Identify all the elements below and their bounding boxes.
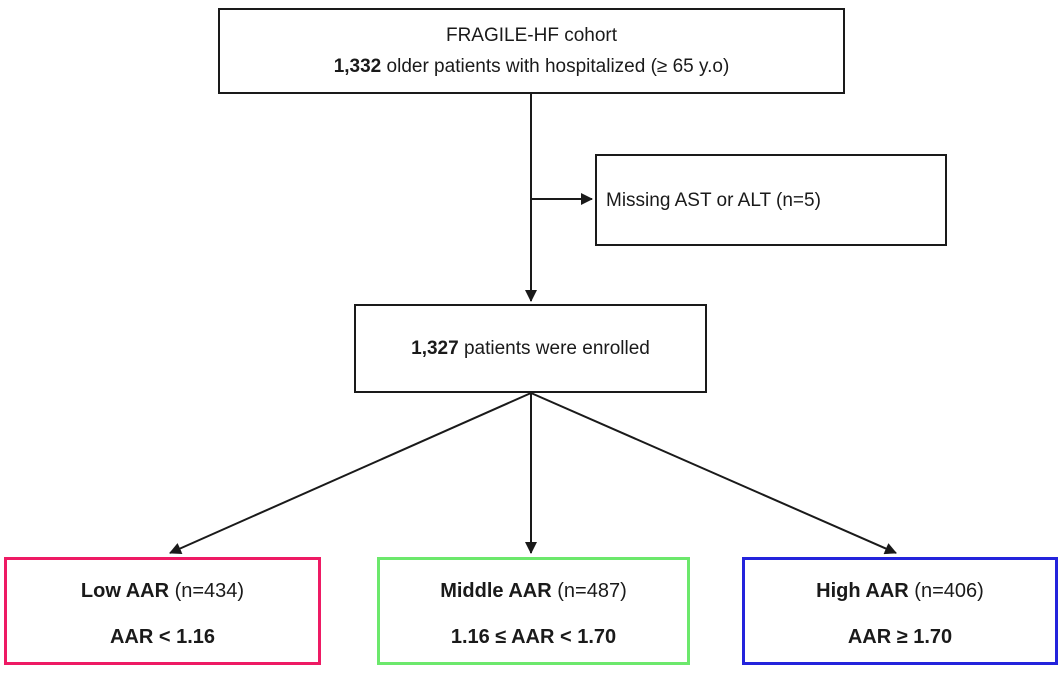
cohort-title: FRAGILE-HF cohort — [445, 25, 618, 46]
group-middle-title: Middle AAR (n=487) — [440, 580, 627, 602]
enrolled-count: 1,327 — [411, 338, 459, 359]
cohort-count: 1,332 — [333, 56, 382, 77]
group-low-criteria: AAR < 1.16 — [109, 626, 216, 648]
group-low-title: Low AAR (n=434) — [80, 580, 245, 602]
group-middle-criteria: 1.16 ≤ AAR < 1.70 — [450, 626, 617, 648]
arrow-enrolled-to-low — [169, 392, 532, 555]
group-box-low: Low AAR (n=434) AAR < 1.16 — [4, 557, 321, 665]
group-high-criteria: AAR ≥ 1.70 — [847, 626, 953, 648]
exclusion-box: Missing AST or ALT (n=5) — [595, 154, 947, 246]
cohort-box: FRAGILE-HF cohort 1,332 older patients w… — [218, 8, 845, 94]
enrolled-label: 1,327 patients were enrolled — [411, 338, 650, 359]
group-high-title: High AAR (n=406) — [816, 580, 984, 602]
cohort-description: 1,332 older patients with hospitalized (… — [333, 56, 730, 77]
arrow-enrolled-to-high — [530, 392, 897, 555]
group-box-high: High AAR (n=406) AAR ≥ 1.70 — [742, 557, 1058, 665]
group-box-middle: Middle AAR (n=487) 1.16 ≤ AAR < 1.70 — [377, 557, 690, 665]
exclusion-label: Missing AST or ALT (n=5) — [606, 189, 821, 211]
enrolled-box: 1,327 patients were enrolled — [354, 304, 707, 393]
